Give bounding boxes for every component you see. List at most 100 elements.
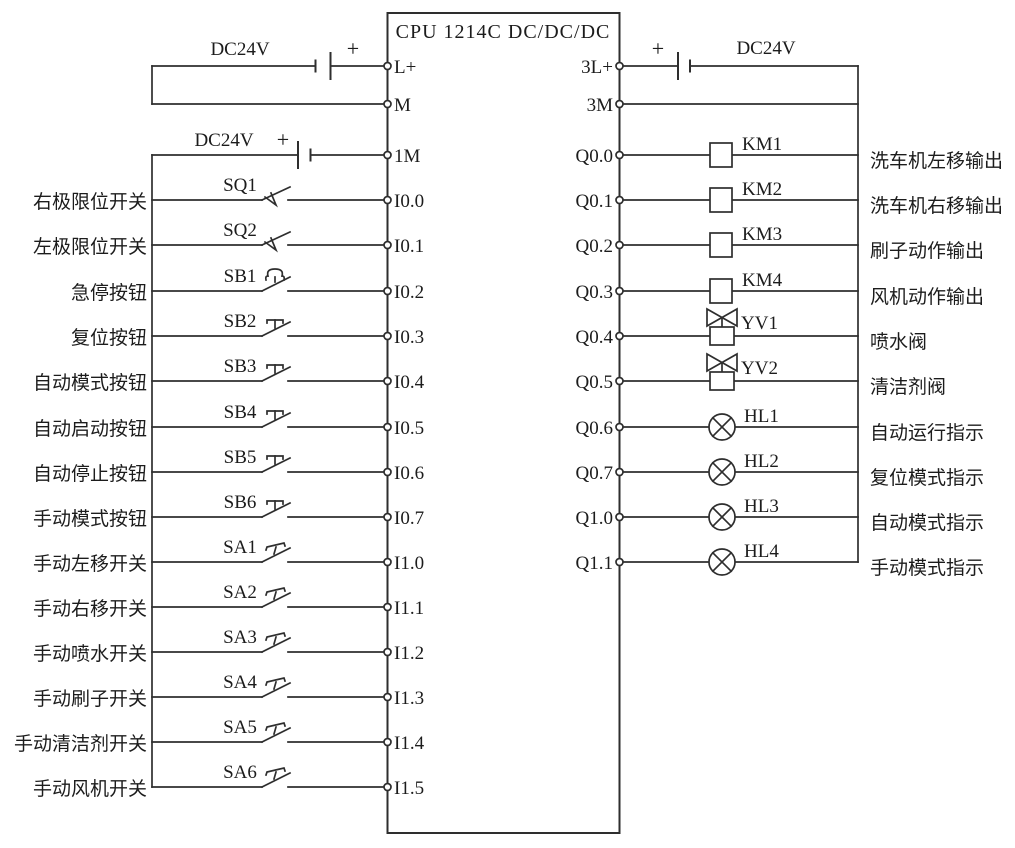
- output-label: 风机动作输出: [870, 286, 984, 308]
- battery-plus-sign: +: [347, 36, 359, 61]
- terminal-dot: [383, 692, 392, 702]
- terminal-dot: [615, 240, 624, 250]
- selector-switch-icon: [261, 677, 291, 698]
- terminal-label: I1.1: [394, 598, 424, 619]
- input-label: 复位按钮: [71, 327, 147, 349]
- terminal-label: I1.0: [394, 553, 424, 574]
- input-device-id: SB3: [224, 356, 257, 377]
- input-label: 左极限位开关: [33, 236, 147, 258]
- output-label: 洗车机左移输出: [870, 150, 1003, 172]
- terminal-label: Q0.6: [576, 418, 613, 439]
- terminal-label: Q0.3: [576, 282, 613, 303]
- output-label: 手动模式指示: [870, 557, 984, 579]
- terminal-dot: [615, 99, 624, 109]
- terminal-label: I1.4: [394, 733, 425, 754]
- terminal-label: I0.4: [394, 372, 425, 393]
- output-device-id: KM1: [742, 134, 782, 155]
- output-label: 复位模式指示: [870, 467, 984, 489]
- terminal-dot: [383, 195, 392, 205]
- terminal-dot: [383, 782, 392, 792]
- selector-switch-icon: [261, 767, 291, 788]
- solenoid-valve-icon: [706, 353, 738, 391]
- terminal-dot: [615, 422, 624, 432]
- terminal-dot: [615, 286, 624, 296]
- terminal-label: I1.3: [394, 688, 424, 709]
- output-device-id: KM4: [742, 270, 783, 291]
- terminal-dot: [383, 376, 392, 386]
- input-row-sa1: SA1 手动左移开关: [33, 537, 385, 575]
- terminal-dot: [615, 557, 624, 567]
- input-device-id: SB4: [224, 402, 257, 423]
- output-row-km1: KM1 洗车机左移输出: [622, 134, 1003, 172]
- terminal-label: 1M: [394, 146, 421, 167]
- output-label: 刷子动作输出: [870, 240, 984, 262]
- input-label: 手动模式按钮: [33, 508, 147, 530]
- input-row-sa5: SA5 手动清洁剂开关: [14, 717, 385, 755]
- push-button-icon: [261, 455, 291, 473]
- terminal-dot: [383, 467, 392, 477]
- terminal-label: I1.5: [394, 778, 424, 799]
- output-device-id: HL2: [744, 451, 779, 472]
- input-label: 自动模式按钮: [33, 372, 147, 394]
- battery-plus-sign: +: [652, 36, 664, 61]
- terminal-dot: [383, 99, 392, 109]
- output-row-hl1: HL1 自动运行指示: [622, 406, 984, 444]
- terminal-label: L+: [394, 57, 416, 78]
- limit-switch-icon: [261, 231, 291, 251]
- input-label: 手动刷子开关: [33, 688, 147, 710]
- terminal-dot: [383, 286, 392, 296]
- input-row-sb2: SB2 复位按钮: [71, 311, 385, 349]
- solenoid-valve-icon: [706, 308, 738, 346]
- cpu-block: CPU 1214C DC/DC/DC L+ M 1: [383, 12, 624, 834]
- input-device-id: SA5: [223, 717, 257, 738]
- contactor-coil-icon: [709, 142, 733, 168]
- output-row-km3: KM3 刷子动作输出: [622, 224, 984, 262]
- terminal-dot: [383, 512, 392, 522]
- terminal-dot: [383, 331, 392, 341]
- input-label: 急停按钮: [71, 282, 147, 304]
- input-row-sq1: SQ1 右极限位开关: [33, 175, 385, 213]
- output-device-id: KM2: [742, 179, 782, 200]
- input-row-sb4: SB4 自动启动按钮: [33, 402, 385, 440]
- terminal-dot: [615, 512, 624, 522]
- terminal-dot: [615, 331, 624, 341]
- output-device-id: YV1: [741, 313, 778, 334]
- input-device-id: SQ1: [223, 175, 257, 196]
- output-label: 清洁剂阀: [870, 376, 946, 398]
- terminal-label: I0.1: [394, 236, 424, 257]
- push-button-icon: [261, 364, 291, 382]
- selector-switch-icon: [261, 542, 291, 563]
- input-row-sb1: SB1 急停按钮: [71, 266, 385, 304]
- power-supply-left-top: + DC24V: [151, 36, 385, 105]
- terminal-label: 3L+: [581, 57, 613, 78]
- power-label: DC24V: [210, 39, 269, 60]
- output-device-id: HL4: [744, 541, 779, 562]
- terminal-dot: [383, 150, 392, 160]
- indicator-lamp-icon: [708, 548, 736, 576]
- input-device-id: SB5: [224, 447, 257, 468]
- power-label: DC24V: [194, 130, 253, 151]
- input-device-id: SB6: [224, 492, 257, 513]
- terminal-label: I0.2: [394, 282, 424, 303]
- input-device-id: SA2: [223, 582, 257, 603]
- output-row-hl3: HL3 自动模式指示: [622, 496, 984, 534]
- terminal-dot: [383, 647, 392, 657]
- indicator-lamp-icon: [708, 413, 736, 441]
- estop-button-icon: [261, 268, 291, 292]
- terminal-dot: [383, 557, 392, 567]
- terminal-label: Q0.2: [576, 236, 613, 257]
- terminal-label: I0.0: [394, 191, 424, 212]
- indicator-lamp-icon: [708, 458, 736, 486]
- terminal-label: Q0.1: [576, 191, 613, 212]
- output-row-yv1: YV1 喷水阀: [622, 308, 927, 353]
- cpu-title: CPU 1214C DC/DC/DC: [396, 21, 611, 43]
- input-device-id: SA4: [223, 672, 257, 693]
- terminal-label: M: [394, 95, 411, 116]
- output-row-km2: KM2 洗车机右移输出: [622, 179, 1003, 217]
- input-row-sa3: SA3 手动喷水开关: [33, 627, 385, 665]
- terminal-label: I0.3: [394, 327, 424, 348]
- input-device-id: SB1: [224, 266, 257, 287]
- terminal-label: Q0.0: [576, 146, 613, 167]
